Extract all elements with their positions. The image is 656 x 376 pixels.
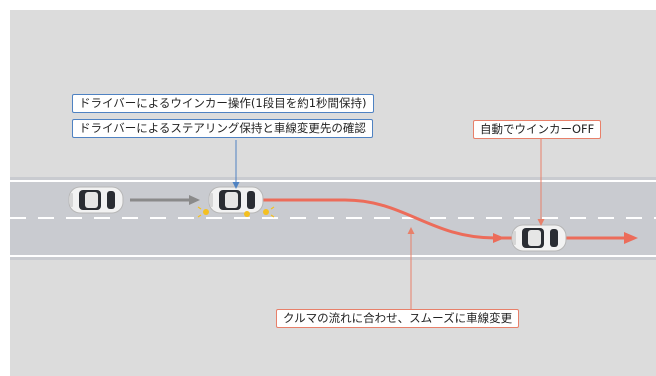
car-blinking	[208, 186, 264, 214]
car-start	[68, 186, 124, 214]
callout-auto-blinker-off: 自動でウインカーOFF	[473, 120, 602, 139]
turn-signal-icon	[197, 206, 275, 218]
orange-leader-arrowhead-top	[537, 219, 545, 226]
auto-path-arrowhead-mid	[493, 233, 505, 243]
orange-leader-arrowhead-bottom	[407, 227, 415, 234]
callout-smooth-lane-change: クルマの流れに合わせ、スムーズに車線変更	[276, 309, 520, 328]
car-after-lane-change	[511, 224, 567, 252]
driver-path-arrowhead	[189, 195, 200, 205]
auto-lane-change-path	[262, 198, 625, 240]
blue-leader-arrowhead	[232, 182, 240, 189]
callout-driver-blinker: ドライバーによるウインカー操作(1段目を約1秒間保持)	[72, 94, 374, 113]
auto-path-arrowhead-end	[624, 232, 638, 244]
callout-driver-steering: ドライバーによるステアリング保持と車線変更先の確認	[72, 119, 373, 138]
